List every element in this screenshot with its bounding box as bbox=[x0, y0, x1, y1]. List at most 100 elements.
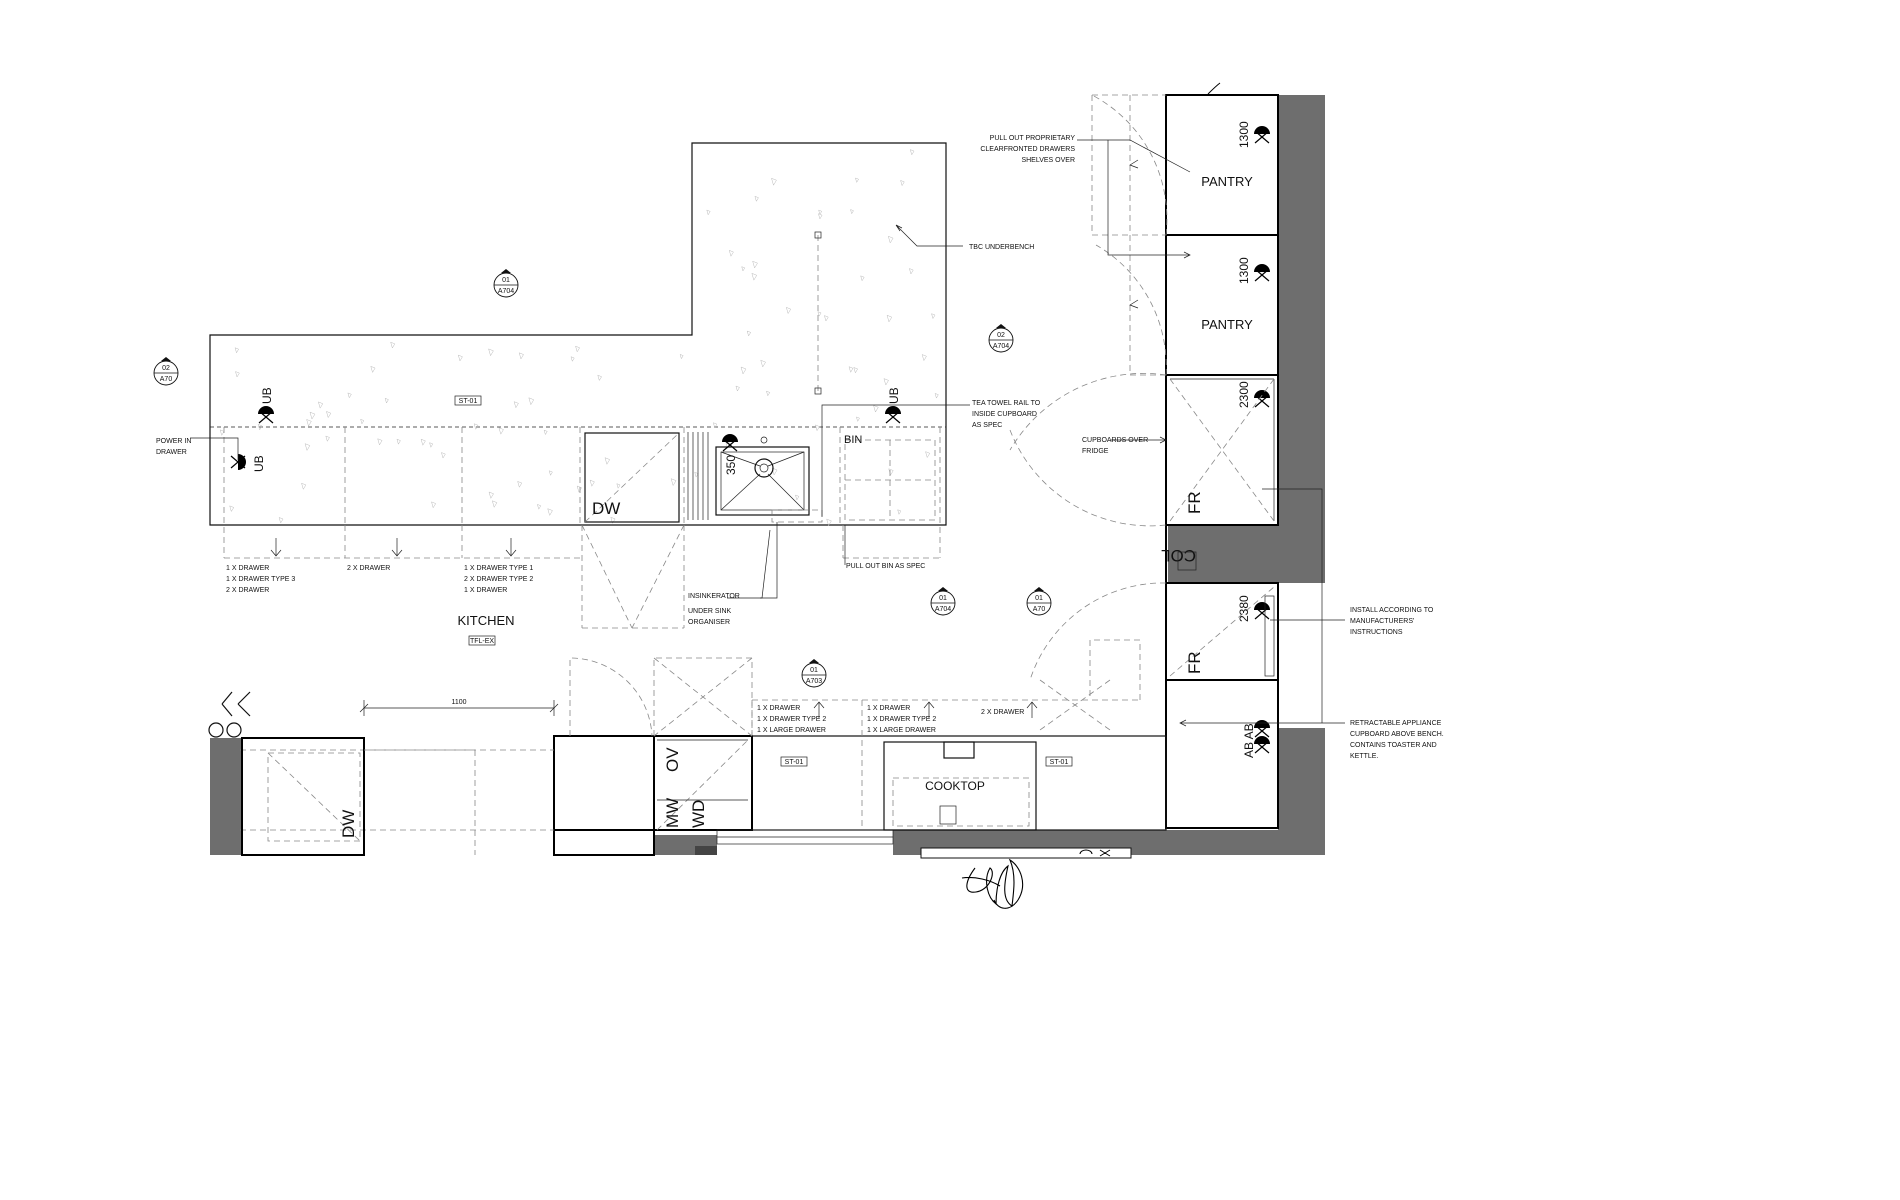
svg-text:DRAWER: DRAWER bbox=[156, 449, 187, 456]
island-bench bbox=[209, 142, 947, 526]
svg-text:CUPBOARDS OVER: CUPBOARDS OVER bbox=[1082, 437, 1148, 444]
tea-towel-rail bbox=[814, 231, 822, 395]
svg-text:INSTALL ACCORDING TO: INSTALL ACCORDING TO bbox=[1350, 607, 1434, 614]
kitchen-floor-plan: DW 350 BIN 01A70402A70402A7001A70401A700… bbox=[153, 82, 1444, 909]
power-outlet-icon: UB bbox=[885, 387, 901, 424]
drawer-notes: 1 X DRAWER 1 X DRAWER TYPE 3 2 X DRAWER … bbox=[226, 565, 1024, 734]
svg-text:PULL OUT BIN AS SPEC: PULL OUT BIN AS SPEC bbox=[846, 563, 925, 570]
section-sheet: A704 bbox=[498, 288, 514, 295]
dimension-value: 1100 bbox=[451, 699, 466, 706]
pantry-label: PANTRY bbox=[1201, 317, 1253, 332]
svg-text:INSINKERATOR: INSINKERATOR bbox=[688, 593, 740, 600]
svg-text:1 X DRAWER TYPE 2: 1 X DRAWER TYPE 2 bbox=[867, 716, 936, 723]
svg-text:1 X DRAWER: 1 X DRAWER bbox=[867, 705, 910, 712]
svg-text:2 X DRAWER: 2 X DRAWER bbox=[981, 709, 1024, 716]
svg-text:CUPBOARD ABOVE BENCH.: CUPBOARD ABOVE BENCH. bbox=[1350, 731, 1444, 738]
svg-text:CONTAINS TOASTER AND: CONTAINS TOASTER AND bbox=[1350, 742, 1437, 749]
power-outlet-icon bbox=[1254, 736, 1270, 754]
power-outlet-icon: UB bbox=[230, 454, 266, 472]
svg-text:KETTLE.: KETTLE. bbox=[1350, 753, 1378, 760]
section-number: 01 bbox=[1035, 595, 1043, 602]
power-outlet-icon bbox=[1254, 602, 1270, 620]
section-number: 01 bbox=[810, 667, 818, 674]
outlet-label: UB bbox=[252, 455, 266, 472]
svg-text:CLEARFRONTED DRAWERS: CLEARFRONTED DRAWERS bbox=[980, 146, 1075, 153]
cabinet-height: 1300 bbox=[1237, 121, 1251, 148]
svg-text:2 X DRAWER: 2 X DRAWER bbox=[226, 587, 269, 594]
power-outlet-icon: UB bbox=[258, 387, 274, 424]
dimension-line: 1100 bbox=[359, 699, 559, 716]
appliance-cupboard-label: AB AB bbox=[1242, 723, 1256, 758]
svg-text:ORGANISER: ORGANISER bbox=[688, 619, 730, 626]
pantry-label: PANTRY bbox=[1201, 174, 1253, 189]
svg-text:1 X LARGE DRAWER: 1 X LARGE DRAWER bbox=[867, 727, 936, 734]
section-sheet: A70 bbox=[160, 376, 173, 383]
svg-text:2 X DRAWER TYPE 2: 2 X DRAWER TYPE 2 bbox=[464, 576, 533, 583]
leader-lines bbox=[190, 139, 1345, 727]
svg-text:DW: DW bbox=[339, 810, 358, 838]
fridge-label: FR bbox=[1185, 651, 1204, 674]
svg-text:1 X DRAWER: 1 X DRAWER bbox=[757, 705, 800, 712]
section-sheet: A704 bbox=[993, 343, 1009, 350]
notes: PULL OUT PROPRIETARY CLEARFRONTED DRAWER… bbox=[156, 135, 1444, 760]
room-finish-tag: TFL-EX bbox=[470, 638, 494, 645]
svg-text:AS SPEC: AS SPEC bbox=[972, 422, 1002, 429]
svg-text:1 X LARGE DRAWER: 1 X LARGE DRAWER bbox=[757, 727, 826, 734]
svg-text:ST-01: ST-01 bbox=[785, 759, 804, 766]
bench-tag: ST-01 bbox=[454, 395, 482, 406]
section-sheet: A704 bbox=[935, 606, 951, 613]
svg-text:1 X DRAWER TYPE 2: 1 X DRAWER TYPE 2 bbox=[757, 716, 826, 723]
west-wall-stub bbox=[210, 738, 242, 855]
svg-text:TEA TOWEL RAIL TO: TEA TOWEL RAIL TO bbox=[972, 400, 1041, 407]
section-number: 01 bbox=[939, 595, 947, 602]
fridge-label: FR bbox=[1185, 491, 1204, 514]
section-sheet: A70 bbox=[1033, 606, 1046, 613]
microwave-label: MW bbox=[663, 798, 682, 828]
svg-text:SHELVES OVER: SHELVES OVER bbox=[1021, 157, 1075, 164]
section-sheet: A703 bbox=[806, 678, 822, 685]
power-outlet-icon bbox=[722, 434, 738, 452]
svg-text:UNDER SINK: UNDER SINK bbox=[688, 608, 732, 615]
section-number: 02 bbox=[997, 332, 1005, 339]
south-door-swings bbox=[569, 639, 1141, 737]
svg-text:POWER IN: POWER IN bbox=[156, 438, 191, 445]
col-wall bbox=[1168, 525, 1325, 583]
section-number: 01 bbox=[502, 277, 510, 284]
svg-text:FRIDGE: FRIDGE bbox=[1082, 448, 1109, 455]
bin-label: BIN bbox=[844, 434, 862, 446]
power-outlet-icon bbox=[1254, 720, 1270, 738]
dishwasher: DW bbox=[581, 432, 685, 629]
cooktop-label: COOKTOP bbox=[925, 779, 985, 793]
svg-text:RETRACTABLE APPLIANCE: RETRACTABLE APPLIANCE bbox=[1350, 720, 1442, 727]
svg-text:1 X DRAWER TYPE 1: 1 X DRAWER TYPE 1 bbox=[464, 565, 533, 572]
tap-fittings bbox=[208, 691, 251, 738]
warming-drawer-label: WD bbox=[689, 800, 708, 828]
island-cabinets bbox=[223, 427, 941, 559]
east-wall-lower bbox=[1278, 728, 1325, 855]
svg-text:ST-01: ST-01 bbox=[1050, 759, 1069, 766]
stone-texture bbox=[219, 149, 939, 527]
room-name: KITCHEN bbox=[457, 613, 514, 628]
section-number: 02 bbox=[162, 365, 170, 372]
cabinet-height: 2300 bbox=[1237, 381, 1251, 408]
bench-tag: ST-01 bbox=[780, 756, 808, 767]
sink: 350 bbox=[715, 436, 823, 523]
outlet-label: UB bbox=[887, 387, 901, 404]
svg-text:1 X DRAWER: 1 X DRAWER bbox=[226, 565, 269, 572]
power-outlet-icon bbox=[1254, 126, 1270, 144]
svg-text:TBC UNDERBENCH: TBC UNDERBENCH bbox=[969, 244, 1034, 251]
east-wall bbox=[1278, 95, 1325, 583]
west-dishwasher: DW bbox=[241, 737, 476, 856]
dishwasher-label: DW bbox=[592, 499, 620, 518]
oven-label: OV bbox=[663, 747, 682, 772]
svg-text:ST-01: ST-01 bbox=[459, 398, 478, 405]
cabinet-height: 2380 bbox=[1237, 595, 1251, 622]
bench-tag: ST-01 bbox=[1045, 756, 1073, 767]
drawer-arrows bbox=[270, 538, 1038, 718]
pantry-door-swings bbox=[1009, 94, 1168, 681]
